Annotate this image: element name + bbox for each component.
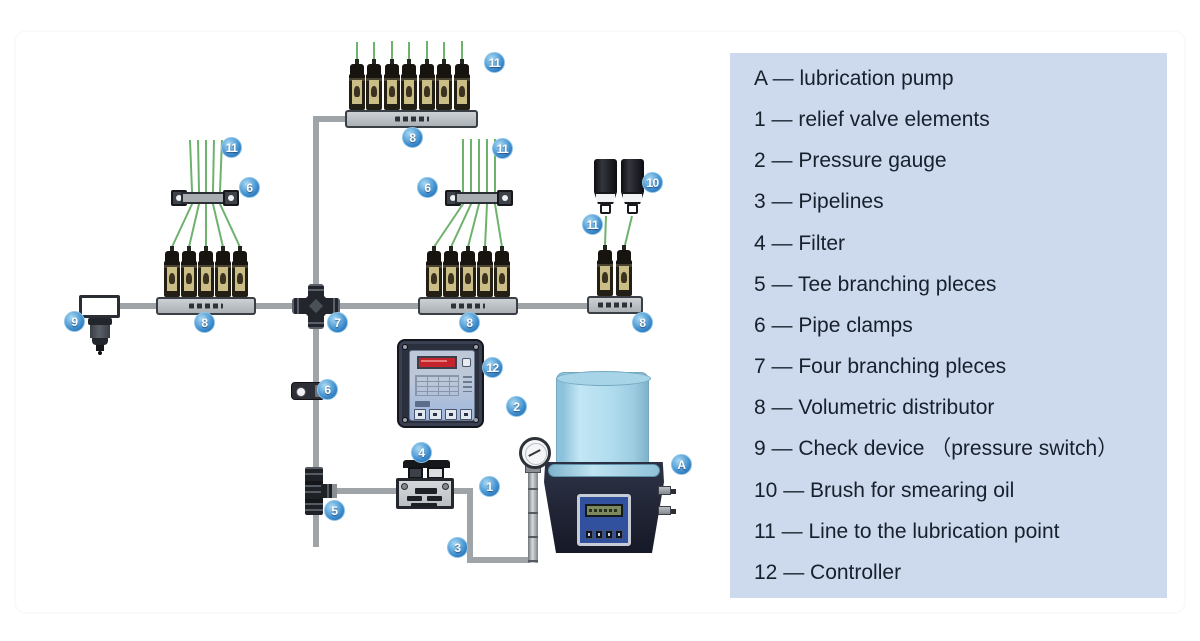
pump-lcd-display	[585, 504, 623, 517]
controller-model-mark	[415, 401, 430, 407]
legend-item-brush: 10 — Brush for smearing oil	[754, 478, 1015, 502]
gauge-stem	[528, 466, 538, 563]
legend-item-lube-line: 11 — Line to the lubrication point	[754, 519, 1060, 543]
filter-cap	[403, 460, 450, 468]
legend-item-distributor: 8 — Volumetric distributor	[754, 396, 995, 420]
callout-brushes: 10	[642, 172, 663, 193]
distributor-valve	[419, 59, 435, 110]
pump-buttons	[585, 530, 623, 539]
callout-middle-pipe-clamp: 6	[417, 177, 438, 198]
distributor-valve	[454, 59, 470, 110]
callout-right-distributor: 8	[632, 312, 653, 333]
callout-controller: 12	[482, 357, 503, 378]
distributor-valve	[198, 246, 214, 297]
callout-four-branching-piece: 7	[327, 312, 348, 333]
legend-item-pipelines: 3 — Pipelines	[754, 190, 884, 214]
pump-button	[595, 530, 603, 539]
callout-left-pipe-clamp: 6	[239, 177, 260, 198]
controller-display	[417, 356, 457, 369]
callout-middle-distributor: 8	[459, 312, 480, 333]
distributor-valve	[436, 59, 452, 110]
volumetric-distributor-right	[587, 296, 643, 314]
controller-buttons	[414, 409, 472, 420]
callout-tee-branching-piece: 5	[324, 500, 345, 521]
distributor-valve	[384, 59, 400, 110]
legend-item-controller: 12 — Controller	[754, 560, 902, 584]
distributor-valve	[616, 245, 632, 296]
distributor-valve	[401, 59, 417, 110]
pump-reservoir	[556, 371, 651, 471]
controller-faceplate	[409, 350, 475, 421]
distributor-valve	[349, 59, 365, 110]
pump-outlet-connector	[658, 486, 676, 495]
distributor-valve	[426, 246, 442, 297]
callout-right-lubrication-lines: 11	[582, 214, 603, 235]
distributor-valve	[494, 246, 510, 297]
check-device-body	[87, 318, 113, 356]
controller-settings-table	[415, 375, 459, 396]
callout-check-device: 9	[64, 311, 85, 332]
controller-button	[459, 409, 472, 420]
pipeline	[117, 116, 590, 563]
legend-item-four-pieces: 7 — Four branching pleces	[754, 355, 1007, 379]
legend-item-pipe-clamps: 6 — Pipe clamps	[754, 313, 913, 337]
distributor-valve	[232, 246, 248, 297]
pump-outlet-connector	[658, 506, 676, 515]
legend-item-pump: A — lubrication pump	[754, 67, 954, 90]
callout-left-distributor: 8	[194, 312, 215, 333]
pressure-gauge	[519, 437, 551, 469]
callout-top-distributor: 8	[402, 127, 423, 148]
legend-item-pressure-gauge: 2 — Pressure gauge	[754, 149, 947, 173]
pump-button	[605, 530, 613, 539]
controller	[397, 339, 484, 428]
legend-item-check-device: 9 — Check device （pressure switch）	[754, 437, 1119, 461]
pump-control-panel	[577, 494, 631, 546]
four-branching-piece-center	[306, 296, 326, 316]
legend-item-tee-pieces: 5 — Tee branching pleces	[754, 272, 997, 296]
distributor-valve	[181, 246, 197, 297]
controller-button	[414, 409, 427, 420]
pump-reservoir-rim	[548, 464, 660, 477]
controller-button	[444, 409, 457, 420]
oil-brush	[594, 159, 617, 215]
controller-side-marks	[463, 376, 472, 392]
distributor-valve	[215, 246, 231, 297]
oil-brush	[621, 159, 644, 215]
callout-pressure-gauge: 2	[506, 396, 527, 417]
legend-item-filter: 4 — Filter	[754, 231, 846, 255]
distributor-valve	[443, 246, 459, 297]
callout-pipelines: 3	[447, 537, 468, 558]
pump-button	[585, 530, 593, 539]
pipe-clamp	[171, 190, 239, 206]
distributor-valve	[460, 246, 476, 297]
distributor-valve	[597, 245, 613, 296]
check-device-pressure-switch	[79, 295, 120, 318]
distributor-valve	[366, 59, 382, 110]
legend-panel: A — lubrication pump 1 — relief valve el…	[730, 53, 1167, 598]
distributor-valve	[164, 246, 180, 297]
callout-filter: 4	[411, 442, 432, 463]
callout-vertical-pipe-clamp: 6	[317, 379, 338, 400]
filter	[396, 478, 454, 509]
controller-button	[429, 409, 442, 420]
legend-item-relief-valves: 1 — relief valve elements	[754, 108, 990, 132]
controller-button	[462, 358, 471, 367]
pipe-clamp	[445, 190, 513, 206]
callout-lubrication-pump: A	[671, 454, 692, 475]
volumetric-distributor-top	[345, 110, 478, 128]
pump-button	[615, 530, 623, 539]
callout-top-lubrication-lines: 11	[484, 52, 505, 73]
callout-middle-lubrication-lines: 11	[492, 138, 513, 159]
tee-branching-piece	[305, 467, 337, 515]
callout-relief-valve-elements: 1	[479, 476, 500, 497]
distributor-valve	[477, 246, 493, 297]
callout-left-lubrication-lines: 11	[221, 137, 242, 158]
